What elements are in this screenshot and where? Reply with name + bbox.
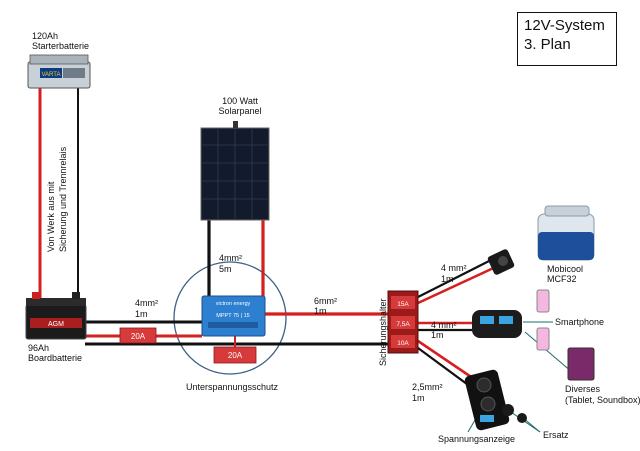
- cooler-cable-section: 4 mm²: [441, 263, 467, 273]
- diverse-label-1: Diverses: [565, 384, 601, 394]
- solar-panel: [200, 121, 270, 221]
- board-battery-label-2: Boardbatterie: [28, 353, 83, 363]
- cooler-box: [537, 205, 595, 261]
- tablet-icon: [567, 347, 595, 381]
- charge-controller: victron energy MPPT 75 | 15: [201, 295, 266, 337]
- solar-panel-label-1: 100 Watt: [222, 96, 258, 106]
- cooler-cable-length: 1m: [441, 274, 454, 284]
- cooler-label-1: Mobicool: [547, 264, 584, 274]
- starter-battery-brand: VARTA: [41, 72, 60, 78]
- title-box: 12V-System 3. Plan: [517, 12, 617, 66]
- fuse-block-label: Sicherungshalter: [378, 298, 388, 366]
- fuse-1-label: 15A: [397, 301, 409, 308]
- output-cable-section: 6mm²: [314, 296, 337, 306]
- cooler-label-2: MCF32: [547, 274, 577, 284]
- fuse-2-label: 7,5A: [396, 321, 410, 328]
- voltmeter-label: Spannungsanzeige: [438, 434, 516, 444]
- controller-brand: victron energy: [216, 301, 251, 307]
- battery-cable-section: 4mm²: [135, 298, 158, 308]
- battery-cable-length: 1m: [135, 309, 148, 319]
- fuse-block: 15A 7,5A 10A: [387, 290, 419, 354]
- panel-cable-section: 4mm²: [219, 253, 242, 263]
- fuse-battery-label: 20A: [131, 332, 146, 341]
- factory-note-1: Von Werk aus mit: [46, 181, 56, 252]
- panel2-cable-length: 1m: [412, 393, 425, 403]
- starter-battery: VARTA: [27, 54, 91, 89]
- smartphone-label: Smartphone: [555, 317, 605, 327]
- panel-cable-length: 5m: [219, 264, 232, 274]
- factory-note-2: Sicherung und Trennrelais: [58, 146, 68, 252]
- solar-panel-label-2: Solarpanel: [218, 106, 262, 116]
- smartphone-icon: [536, 289, 550, 351]
- board-battery-badge: AGM: [48, 321, 64, 328]
- diverse-pointer: [524, 331, 573, 373]
- diverse-label-2: (Tablet, Soundbox): [565, 395, 640, 405]
- fuse-controller: 20A: [213, 346, 257, 364]
- usb-cable-length: 1m: [431, 330, 444, 340]
- usb-socket: [472, 310, 522, 338]
- starter-battery-label-2: Starterbatterie: [32, 41, 90, 51]
- cooler-negative-wire: [417, 257, 496, 298]
- switch-panel: [464, 369, 510, 431]
- panel2-cable-section: 2,5mm²: [412, 382, 443, 392]
- spare-sockets: [502, 404, 527, 423]
- cooler-positive-wire: [417, 263, 501, 305]
- voltmeter-pointer: [467, 419, 476, 433]
- board-battery-label-1: 96Ah: [28, 343, 50, 353]
- fuse-controller-label: 20A: [228, 351, 243, 360]
- title-line-2: 3. Plan: [524, 36, 571, 53]
- spare-label: Ersatz: [543, 430, 569, 440]
- board-battery: AGM: [25, 292, 87, 340]
- fuse-3-label: 10A: [397, 340, 409, 347]
- controller-model: MPPT 75 | 15: [216, 313, 249, 319]
- starter-battery-label-1: 120Ah: [32, 31, 59, 41]
- usb-cable-section: 4 mm²: [431, 320, 457, 330]
- title-line-1: 12V-System: [524, 17, 605, 34]
- undervoltage-circle: [173, 261, 287, 375]
- fuse-battery: 20A: [119, 327, 157, 344]
- undervoltage-label: Unterspannungsschutz: [185, 382, 279, 392]
- output-cable-length: 1m: [314, 306, 327, 316]
- cooler-socket: [487, 249, 515, 275]
